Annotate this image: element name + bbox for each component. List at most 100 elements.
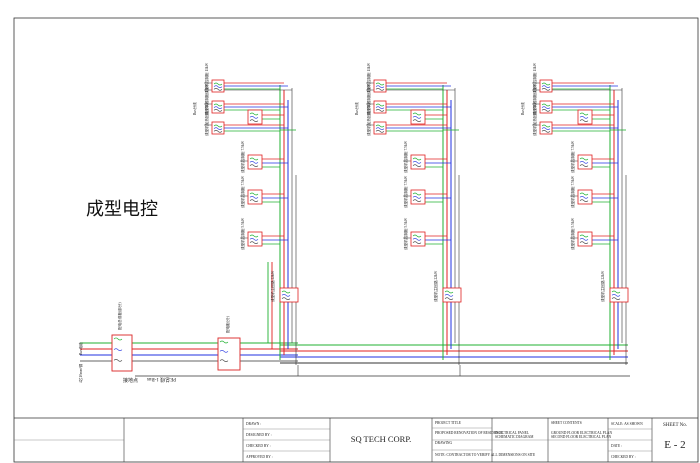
- mid-panel-box: [217, 337, 241, 371]
- breaker-switch-symbol: [541, 103, 551, 107]
- breaker-switch-symbol: [579, 161, 589, 164]
- breaker-switch-symbol: [219, 359, 229, 362]
- incoming-cable-label: Bus电缆: [78, 342, 83, 355]
- breaker-switch-symbol: [412, 116, 422, 119]
- breaker-switch-symbol: [213, 109, 223, 112]
- note-text: NOTE: CONTRACTOR TO VERIFY ALL DIMENSION…: [435, 453, 536, 457]
- breaker-switch-symbol: [412, 161, 422, 164]
- drawing-label: DRAWING: [435, 441, 452, 445]
- breaker-mid-2-2: [410, 189, 426, 205]
- breaker-switch-symbol: [249, 241, 259, 244]
- diagram-title: 成型电控: [86, 199, 158, 220]
- breaker-switch-symbol: [579, 199, 589, 202]
- breaker-switch-symbol: [213, 130, 223, 133]
- sheet-border: [13, 17, 699, 463]
- breaker-switch-symbol: [541, 127, 551, 130]
- breaker-switch-symbol: [249, 116, 259, 119]
- breaker-switch-symbol: [213, 103, 223, 107]
- sheet-number: E - 2: [664, 439, 685, 451]
- breaker-bottom-3: [609, 287, 629, 303]
- breaker-switch-symbol: [281, 290, 291, 294]
- branch-label: 成型机控制柜 5.5kW: [570, 217, 575, 250]
- breaker-switch-symbol: [281, 297, 291, 300]
- breaker-switch-symbol: [412, 199, 422, 202]
- branch-label: 成型机控制柜 5.5kW: [240, 217, 245, 250]
- breaker-switch-symbol: [219, 340, 229, 344]
- breaker-switch-symbol: [412, 112, 422, 116]
- branch-label: 成型机加热回路 15kW: [366, 101, 371, 136]
- breaker-switch-symbol: [213, 106, 223, 109]
- breaker-switch-symbol: [113, 337, 123, 341]
- drawing-text-2: SCHEMATIC DIAGRAM: [495, 435, 534, 439]
- breaker-bottom-1: [279, 287, 299, 303]
- branch-label: 成型机加热回路 15kW: [204, 101, 209, 136]
- breaker-switch-symbol: [281, 294, 291, 297]
- breaker-mid-1-3: [247, 231, 263, 247]
- breaker-switch-symbol: [375, 130, 385, 133]
- breaker-switch-symbol: [611, 297, 621, 300]
- breaker-switch-symbol: [375, 85, 385, 88]
- breaker-switch-symbol: [213, 82, 223, 86]
- breaker-top-1-2: [211, 100, 225, 114]
- breaker-switch-symbol: [579, 196, 589, 199]
- branch-label: 成型机控制柜 11kW: [204, 83, 209, 115]
- branch-label: 成型机控制柜 11kW: [532, 83, 537, 115]
- breaker-mid-3-2: [577, 189, 593, 205]
- breaker-switch-symbol: [375, 127, 385, 130]
- breaker-switch-symbol: [579, 116, 589, 119]
- breaker-switch-symbol: [249, 164, 259, 167]
- mid-panel-breaker: [217, 337, 241, 371]
- breaker-switch-symbol: [412, 192, 422, 196]
- breakers-layer: [111, 79, 629, 372]
- company-name: SQ TECH CORP.: [351, 434, 412, 444]
- breaker-switch-symbol: [541, 106, 551, 109]
- drawing-text-1: ELECTRICAL PANEL: [495, 431, 529, 435]
- breaker-top-1-1: [211, 79, 225, 93]
- breaker-switch-symbol: [113, 348, 123, 351]
- breaker-switch-symbol: [249, 234, 259, 238]
- approved-by-label: APPROVED BY :: [246, 455, 273, 459]
- branch-label: 成型机控制柜 7.5kW: [570, 140, 575, 173]
- breaker-switch-symbol: [444, 294, 454, 297]
- breaker-mid-2-3: [410, 231, 426, 247]
- breaker-switch-symbol: [541, 82, 551, 86]
- breaker-switch-symbol: [249, 238, 259, 241]
- breaker-switch-symbol: [541, 109, 551, 112]
- mid-panel-label: 配电柜(分): [225, 315, 230, 333]
- sheet-contents-text-2: SECOND FLOOR ELECTRICAL PLAN: [551, 435, 611, 439]
- sheet-contents-text-1: GROUND FLOOR ELECTRICAL PLAN: [551, 431, 612, 435]
- breaker-switch-symbol: [219, 350, 229, 353]
- branch-label: 成型机控制柜 11kW: [366, 62, 371, 94]
- breaker-sub-2: [410, 109, 426, 125]
- branch-label: 成型机加热回路 15kW: [532, 101, 537, 136]
- main-panel-box: [111, 334, 133, 372]
- sheet-contents-label: SHEET CONTENTS: [551, 421, 582, 425]
- breaker-switch-symbol: [213, 127, 223, 130]
- sheet-no-label: SHEET No.: [663, 423, 687, 428]
- breaker-switch-symbol: [249, 112, 259, 116]
- breaker-switch-symbol: [213, 88, 223, 91]
- breaker-switch-symbol: [412, 234, 422, 238]
- pe-bus-label: PE总线 1-Bus: [147, 376, 176, 383]
- scale-label: SCALE: AS SHOWN: [611, 422, 643, 426]
- breaker-switch-symbol: [611, 290, 621, 294]
- breaker-switch-symbol: [375, 106, 385, 109]
- breaker-switch-symbol: [611, 294, 621, 297]
- branch-label: 成型机控制柜 7.5kW: [240, 175, 245, 208]
- breaker-switch-symbol: [213, 85, 223, 88]
- breaker-switch-symbol: [579, 192, 589, 196]
- checked-label: CHECKED BY :: [611, 455, 636, 459]
- breaker-top-2-1: [373, 79, 387, 93]
- wiring-layer: [80, 82, 630, 377]
- main-panel-breaker: [111, 334, 133, 372]
- breaker-switch-symbol: [412, 196, 422, 199]
- breaker-switch-symbol: [541, 85, 551, 88]
- branch-label: 成型机控制柜 7.5kW: [403, 175, 408, 208]
- breaker-mid-3-3: [577, 231, 593, 247]
- breaker-switch-symbol: [579, 238, 589, 241]
- branch-label: 成型机控制柜 11kW: [532, 62, 537, 94]
- branch-label: 成型机控制柜 7.5kW: [240, 140, 245, 173]
- breaker-top-2-3: [373, 121, 387, 135]
- breaker-mid-1-1: [247, 154, 263, 170]
